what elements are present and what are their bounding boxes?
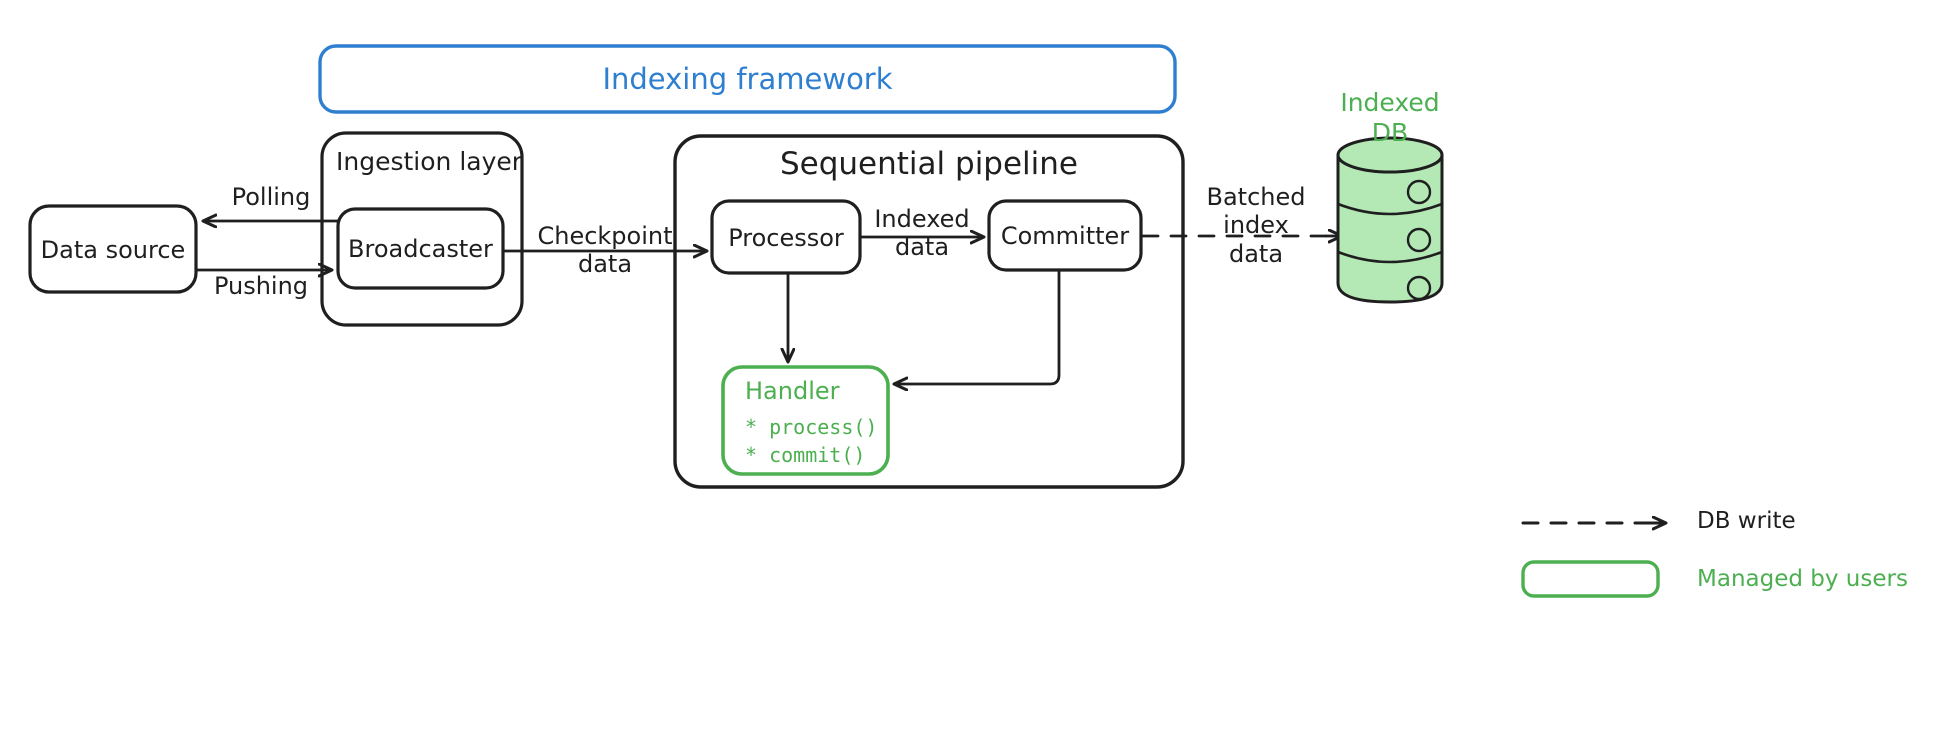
legend-green-box: [1521, 560, 1660, 598]
edge-committer-to-handler: [896, 268, 1061, 384]
indexed-db-line1: Indexed: [1340, 88, 1440, 117]
broadcaster-label: Broadcaster: [348, 235, 493, 263]
framework-title: Indexing framework: [602, 62, 893, 96]
db-top: [1336, 136, 1444, 174]
data-source-node[interactable]: [28, 204, 198, 294]
indexed-data-line1: Indexed: [874, 205, 970, 233]
batched-index-line3: data: [1228, 239, 1284, 268]
checkpoint-data-line2: data: [577, 250, 633, 279]
handler-title: Handler: [745, 377, 840, 405]
committer-box[interactable]: [987, 199, 1143, 272]
edge-label-indexed-data: Indexed data: [862, 205, 982, 262]
db-indicator-2: [1406, 227, 1432, 253]
ingestion-layer-label: Ingestion layer: [336, 147, 523, 176]
db-indicator-1: [1406, 179, 1432, 205]
processor-label: Processor: [728, 224, 844, 252]
legend-label-managed-by-users: Managed by users: [1697, 566, 1908, 592]
indexing-framework-container: [318, 44, 1177, 114]
batched-index-line2: index: [1223, 211, 1289, 240]
checkpoint-data-line1: Checkpoint: [537, 222, 673, 250]
ingestion-layer-container: [320, 131, 524, 327]
edge-label-checkpoint-data: Checkpoint data: [520, 222, 690, 279]
handler-method-process: * process(): [745, 415, 878, 439]
committer-label: Committer: [1000, 222, 1130, 250]
edge-label-polling: Polling: [231, 183, 311, 211]
db-body: [1336, 153, 1444, 304]
data-source-label: Data source: [40, 236, 186, 264]
data-source-box[interactable]: [28, 204, 198, 294]
legend-label-db-write: DB write: [1697, 508, 1796, 534]
edge-label-batched-index-data: Batched index data: [1176, 183, 1336, 268]
handler-method-commit: * commit(): [745, 443, 866, 467]
indexed-db-cylinder[interactable]: [1336, 136, 1444, 304]
indexed-db-label: Indexed DB: [1300, 88, 1480, 148]
indexed-db-line2: DB: [1371, 118, 1409, 147]
db-divider-1: [1337, 202, 1443, 216]
batched-index-line1: Batched: [1206, 183, 1306, 211]
legend-managed-by-users-swatch: [1521, 560, 1660, 598]
db-indicator-3: [1406, 275, 1432, 301]
broadcaster-box[interactable]: [336, 207, 505, 290]
handler-box[interactable]: [721, 365, 890, 476]
edge-label-pushing: Pushing: [213, 272, 309, 300]
sequential-pipeline-label: Sequential pipeline: [779, 146, 1078, 182]
indexed-data-line2: data: [894, 233, 950, 262]
db-divider-2: [1337, 250, 1443, 264]
framework-box: [318, 44, 1177, 114]
committer-handler-arrow: [896, 268, 1061, 384]
